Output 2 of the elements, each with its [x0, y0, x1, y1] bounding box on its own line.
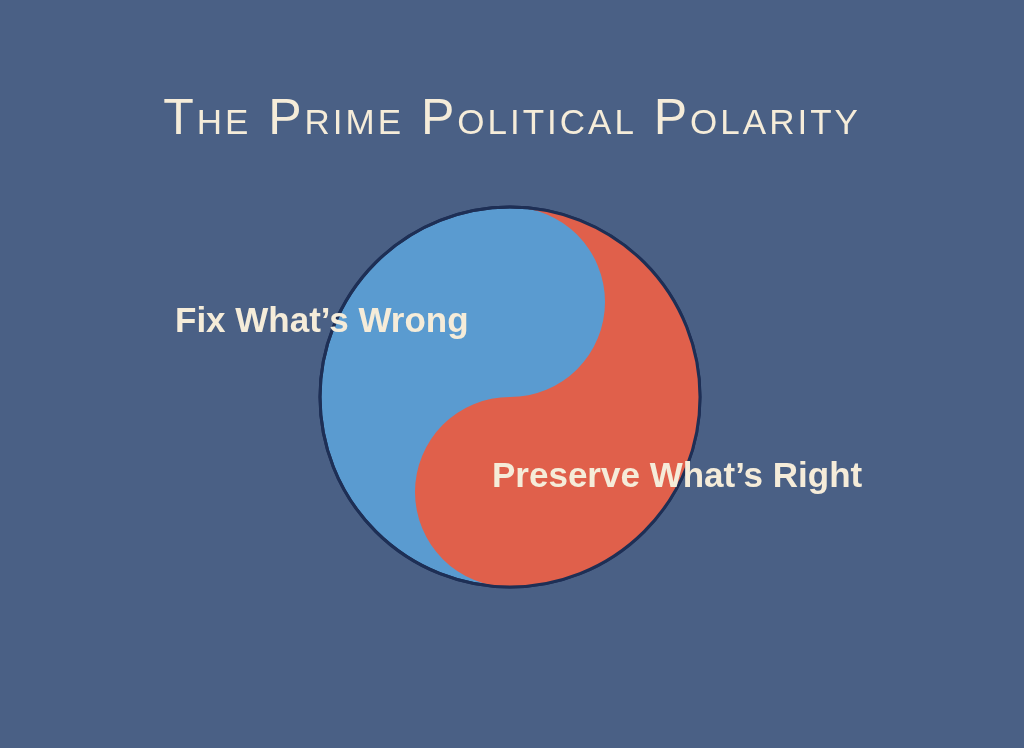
region-label: Fix What’s Wrong — [175, 300, 469, 340]
title: The Prime Political Polarity — [162, 88, 862, 146]
